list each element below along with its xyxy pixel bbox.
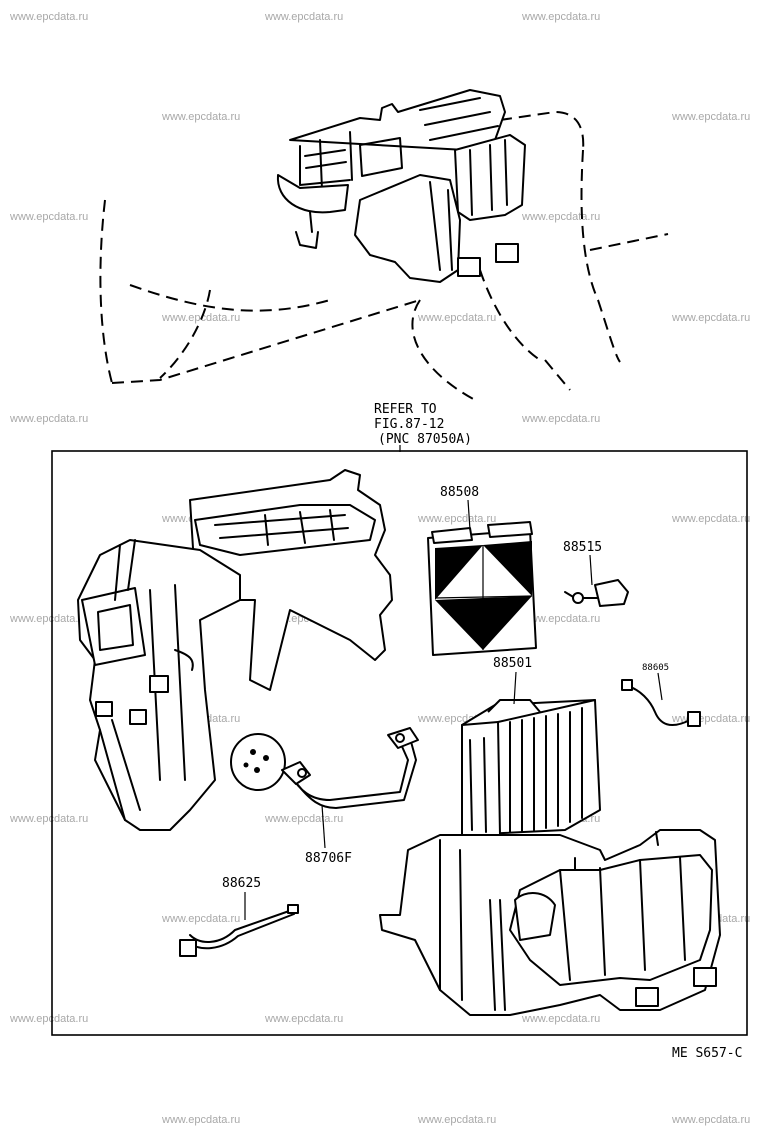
refer-note-line2: FIG.87-12 <box>374 417 444 432</box>
watermark: www.epcdata.ru <box>671 312 750 324</box>
part-number-88625: 88625 <box>222 876 261 891</box>
watermark: www.epcdata.ru <box>9 11 88 23</box>
watermark: www.epcdata.ru <box>417 1114 496 1126</box>
watermark: www.epcdata.ru <box>9 613 88 625</box>
watermark: www.epcdata.ru <box>521 11 600 23</box>
refer-note-line3: (PNC 87050A) <box>378 432 472 447</box>
part-88625-wire-sensor[interactable]: 88625 <box>179 876 299 957</box>
part-number-88706F: 88706F <box>305 851 352 866</box>
part-number-88508: 88508 <box>440 485 479 500</box>
watermark: www.epcdata.ru <box>671 111 750 123</box>
watermark: www.epcdata.ru <box>521 413 600 425</box>
figure-code: ME S657-C <box>672 1046 742 1061</box>
watermark: www.epcdata.ru <box>9 413 88 425</box>
watermark: www.epcdata.ru <box>9 1013 88 1025</box>
part-88706F-tube[interactable]: 88706F <box>281 727 419 866</box>
watermark: www.epcdata.ru <box>521 1013 600 1025</box>
part-88508-filter[interactable]: 88508 <box>427 485 537 656</box>
refer-note: REFER TO FIG.87-12 (PNC 87050A) <box>374 402 472 452</box>
watermark: www.epcdata.ru <box>671 1114 750 1126</box>
part-number-88515: 88515 <box>563 540 602 555</box>
watermark: www.epcdata.ru <box>521 613 600 625</box>
watermark: www.epcdata.ru <box>9 211 88 223</box>
watermark: www.epcdata.ru <box>521 211 600 223</box>
refer-note-line1: REFER TO <box>374 402 437 417</box>
part-number-88501: 88501 <box>493 656 532 671</box>
exploded-view-frame <box>51 450 748 1036</box>
watermark: www.epcdata.ru <box>9 813 88 825</box>
left-duct-housing <box>77 469 393 831</box>
watermark: www.epcdata.ru <box>264 813 343 825</box>
watermark: www.epcdata.ru <box>161 913 240 925</box>
part-88515-sensor[interactable]: 88515 <box>563 540 629 607</box>
watermark: www.epcdata.ru <box>264 11 343 23</box>
watermark: www.epcdata.ru <box>671 513 750 525</box>
part-88605-wire[interactable]: 88605 <box>621 663 701 727</box>
lower-unit-housing <box>379 829 721 1016</box>
watermark: www.epcdata.ru <box>264 1013 343 1025</box>
part-number-88605: 88605 <box>642 663 669 673</box>
blower-motor <box>230 733 286 791</box>
watermark: www.epcdata.ru <box>161 1114 240 1126</box>
watermark: www.epcdata.ru <box>161 111 240 123</box>
watermark: www.epcdata.ru <box>417 513 496 525</box>
dashboard-overview-drawing <box>99 89 669 401</box>
part-88501-evaporator[interactable]: 88501 <box>461 656 601 836</box>
watermark: www.epcdata.ru <box>417 312 496 324</box>
